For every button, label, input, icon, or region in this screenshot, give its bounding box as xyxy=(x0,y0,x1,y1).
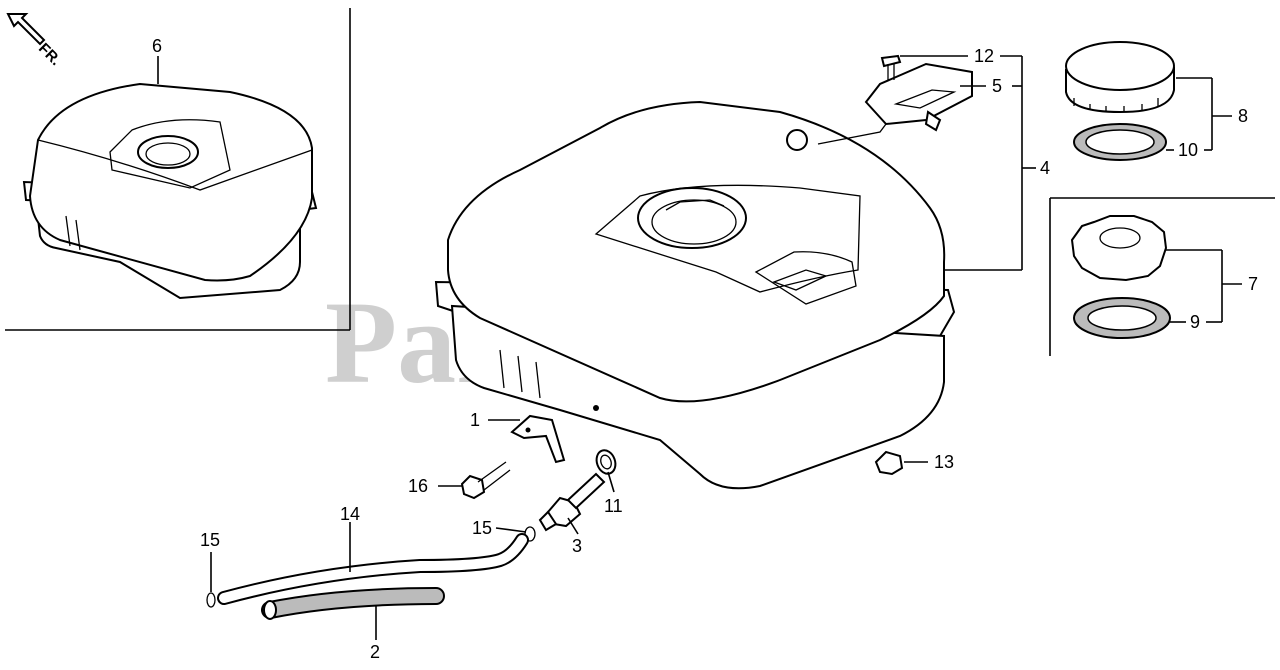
o-ring-part xyxy=(595,449,617,475)
callout-16: 16 xyxy=(408,476,428,496)
inset-frame xyxy=(5,8,351,331)
callout-14: 14 xyxy=(340,504,360,524)
cap-gasket-alt-part xyxy=(1073,297,1171,339)
fuel-valve-part xyxy=(538,472,606,532)
fuel-gauge-part xyxy=(786,62,973,151)
callout-2: 2 xyxy=(370,642,380,662)
leader-lines xyxy=(157,55,1242,640)
cap-gasket-part xyxy=(1073,123,1167,161)
callout-10: 10 xyxy=(1178,140,1198,160)
callout-4: 4 xyxy=(1040,158,1050,178)
callout-15-tube: 15 xyxy=(200,530,220,550)
drain-plug-part xyxy=(874,450,904,476)
callout-15-valve: 15 xyxy=(472,518,492,538)
bracket-part xyxy=(510,414,566,464)
callout-9: 9 xyxy=(1190,312,1200,332)
screw-part xyxy=(880,54,902,80)
inset-frame-cap xyxy=(1049,197,1275,356)
fuel-cap-part xyxy=(1065,41,1175,114)
alternate-fuel-tank-part xyxy=(22,82,318,300)
front-direction-arrow-icon: FR. xyxy=(6,13,64,69)
callout-12: 12 xyxy=(974,46,994,66)
fuel-cap-alt-part xyxy=(1070,215,1168,282)
bolt-part xyxy=(460,461,511,500)
fuel-tank-part xyxy=(434,100,956,490)
callout-labels: 6 12 5 4 8 10 7 9 1 16 11 15 3 14 15 2 1… xyxy=(152,36,1258,662)
callout-11: 11 xyxy=(604,496,623,516)
callout-13: 13 xyxy=(934,452,954,472)
callout-6: 6 xyxy=(152,36,162,56)
callout-7: 7 xyxy=(1248,274,1258,294)
callout-1: 1 xyxy=(470,410,480,430)
callout-3: 3 xyxy=(572,536,582,556)
fuel-tube-part xyxy=(217,533,529,605)
tube-part xyxy=(261,587,445,620)
callout-8: 8 xyxy=(1238,106,1248,126)
callout-5: 5 xyxy=(992,76,1002,96)
